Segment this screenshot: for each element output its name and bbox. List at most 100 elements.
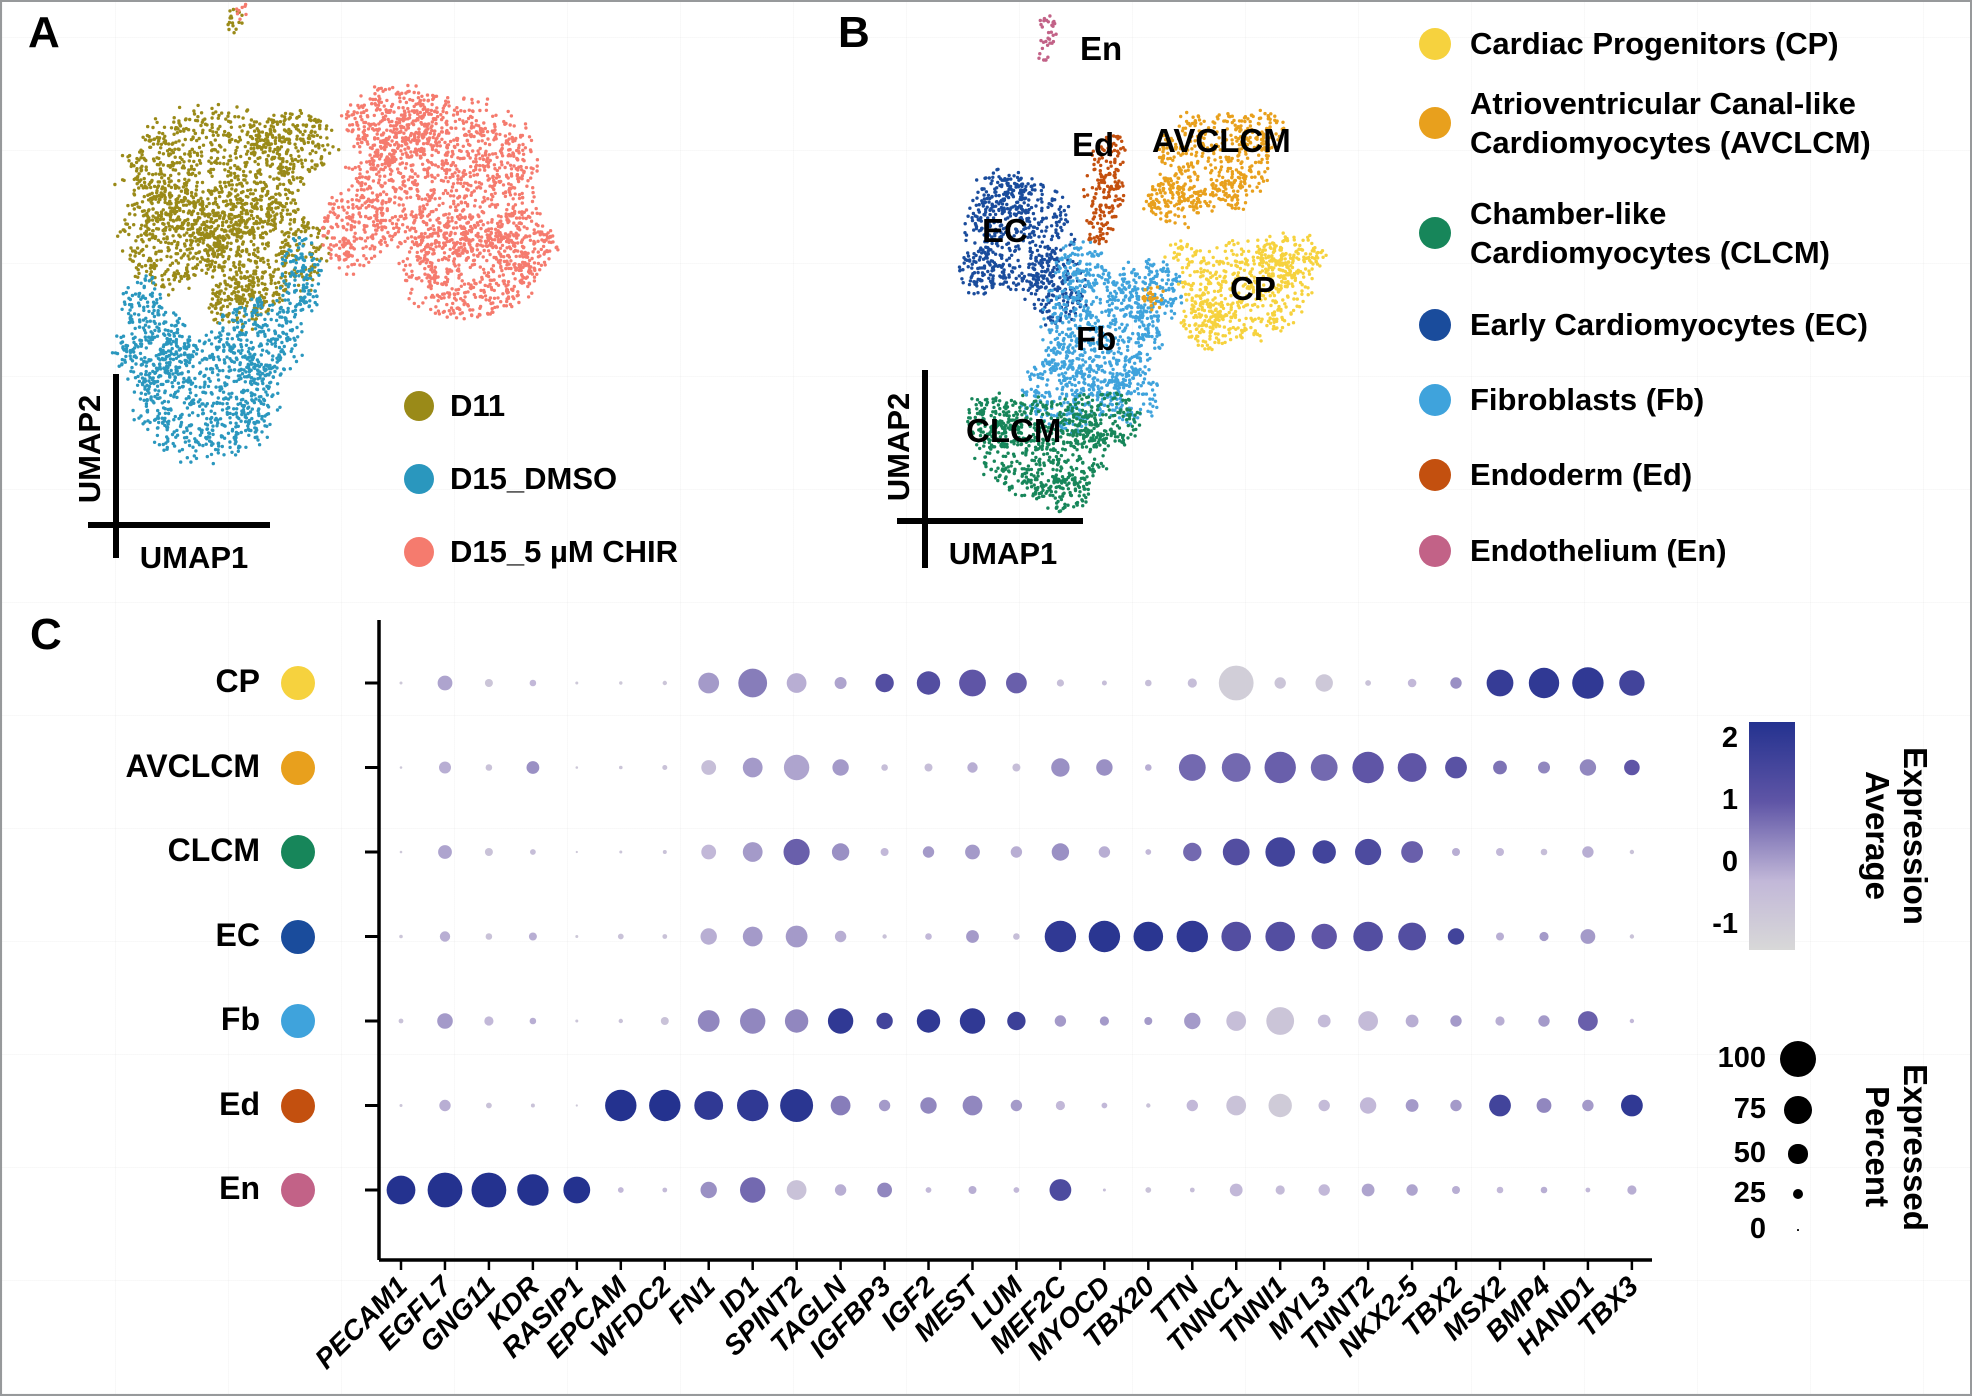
dot-AVCLCM-WFDC2 — [662, 765, 668, 770]
dot-Fb-KDR — [529, 1017, 537, 1025]
dotplot-row-label-CLCM: CLCM — [167, 832, 260, 868]
dot-CP-HAND1 — [1572, 667, 1604, 699]
dot-EC-BMP4 — [1539, 931, 1549, 942]
dot-CP-LUM — [1006, 672, 1027, 694]
dot-CP-TNNI1 — [1274, 677, 1286, 689]
dot-EC-MYL3 — [1311, 923, 1337, 950]
dot-AVCLCM-TBX20 — [1145, 764, 1152, 771]
dot-EC-TNNC1 — [1221, 921, 1251, 952]
size-legend-num-100: 100 — [1717, 1042, 1766, 1074]
cluster-D15_5 µM CHIR — [235, 2, 560, 321]
umap-cluster-label-AVCLCM: AVCLCM — [1152, 122, 1291, 159]
dot-Ed-IGFBP3 — [878, 1099, 891, 1112]
dotplot-row-swatch-Fb — [281, 1004, 315, 1038]
dot-AVCLCM-GNG11 — [485, 764, 493, 771]
celltype-legend-swatch-En — [1419, 534, 1451, 567]
dotplot-row-swatch-CLCM — [281, 835, 315, 869]
colorbar-title-line1: Average — [1859, 771, 1896, 901]
dot-Fb-TTN — [1184, 1012, 1201, 1030]
size-legend-title: Percent Expressed — [1858, 1032, 1934, 1262]
cluster-Ed — [1082, 134, 1127, 246]
dot-CLCM-SPINT2 — [783, 838, 810, 866]
dot-CLCM-RASIP1 — [575, 850, 578, 854]
dot-EC-MEST — [966, 930, 979, 943]
dot-CP-TTN — [1187, 678, 1197, 688]
dot-Ed-RASIP1 — [575, 1104, 578, 1107]
dot-En-IGF2 — [925, 1187, 932, 1193]
dot-Fb-EPCAM — [618, 1018, 623, 1024]
dot-Ed-MSX2 — [1489, 1094, 1511, 1117]
size-legend-dot-25 — [1792, 1188, 1804, 1200]
dot-CLCM-NKX2-5 — [1401, 841, 1423, 863]
dot-Fb-EGFL7 — [437, 1013, 453, 1029]
dot-Ed-ID1 — [737, 1089, 769, 1122]
panel-a-y-axis-label: UMAP2 — [72, 394, 107, 504]
dot-EC-ID1 — [742, 926, 763, 947]
dot-CP-GNG11 — [484, 679, 493, 687]
dotplot-row-swatch-CP — [281, 666, 315, 700]
dot-CP-FN1 — [698, 672, 720, 694]
size-legend-num-50: 50 — [1733, 1137, 1766, 1169]
dot-Ed-TTN — [1186, 1099, 1199, 1112]
dot-EC-MEF2C — [1044, 920, 1077, 953]
dot-AVCLCM-HAND1 — [1579, 759, 1597, 776]
dot-EC-TBX20 — [1133, 921, 1164, 952]
celltype-legend-swatch-CP — [1419, 27, 1451, 60]
dot-EC-TBX2 — [1447, 928, 1465, 945]
dot-Fb-TNNI1 — [1266, 1007, 1295, 1035]
colorbar-tick--1: -1 — [1712, 908, 1738, 940]
umap-cluster-label-CP: CP — [1230, 270, 1276, 307]
dot-AVCLCM-EGFL7 — [439, 761, 451, 774]
dot-EC-TBX3 — [1629, 934, 1635, 939]
umap-cluster-label-Ed: Ed — [1072, 126, 1115, 163]
dot-CLCM-IGFBP3 — [880, 848, 889, 856]
dot-EC-MSX2 — [1496, 932, 1504, 941]
dot-AVCLCM-RASIP1 — [575, 766, 579, 769]
dot-Fb-IGF2 — [916, 1009, 941, 1033]
dot-AVCLCM-IGF2 — [924, 763, 933, 772]
dot-AVCLCM-LUM — [1012, 763, 1021, 772]
panel-c-label: C — [30, 610, 62, 659]
celltype-legend-label-CP: Cardiac Progenitors (CP) — [1470, 26, 1839, 61]
celltype-legend-swatch-Fb — [1419, 383, 1451, 416]
dot-AVCLCM-TNNC1 — [1221, 753, 1251, 782]
dot-EC-IGFBP3 — [882, 934, 887, 939]
dot-Ed-FN1 — [694, 1091, 724, 1120]
dot-EC-TNNI1 — [1265, 921, 1295, 952]
dot-En-TNNT2 — [1361, 1183, 1375, 1197]
celltype-legend-label-En: Endothelium (En) — [1470, 533, 1727, 568]
dot-Fb-NKX2-5 — [1405, 1014, 1419, 1028]
dot-CP-NKX2-5 — [1407, 678, 1417, 688]
dot-CLCM-TBX3 — [1629, 849, 1635, 855]
dot-En-MEF2C — [1049, 1179, 1072, 1201]
dot-CLCM-IGF2 — [922, 846, 935, 858]
panel-a-x-axis-label: UMAP1 — [139, 540, 249, 575]
dot-CP-WFDC2 — [662, 680, 667, 686]
dot-Ed-GNG11 — [486, 1102, 492, 1109]
dot-AVCLCM-TNNT2 — [1352, 751, 1384, 784]
celltype-legend-swatch-CLCM — [1419, 217, 1451, 249]
dot-CLCM-TTN — [1183, 842, 1202, 862]
dot-En-WFDC2 — [662, 1187, 668, 1193]
dot-CP-TNNT2 — [1365, 680, 1371, 686]
dot-Ed-NKX2-5 — [1405, 1099, 1419, 1112]
dot-AVCLCM-MYL3 — [1310, 754, 1338, 781]
dot-En-KDR — [517, 1174, 549, 1206]
dot-En-LUM — [1013, 1187, 1020, 1193]
dot-Ed-SPINT2 — [780, 1089, 814, 1122]
dot-En-MEST — [968, 1186, 977, 1194]
dot-EC-KDR — [528, 932, 537, 941]
panel-b-x-axis — [897, 518, 1083, 524]
dot-En-TTN — [1189, 1187, 1195, 1193]
colorbar-tick-2: 2 — [1721, 722, 1738, 754]
dot-AVCLCM-TBX2 — [1445, 756, 1467, 779]
dot-CP-MSX2 — [1486, 669, 1514, 697]
dot-CP-EGFL7 — [437, 675, 453, 691]
dot-CLCM-LUM — [1010, 846, 1023, 858]
dotplot-row-label-AVCLCM: AVCLCM — [125, 747, 261, 784]
dot-CP-BMP4 — [1528, 667, 1560, 699]
panel-a-x-axis — [88, 522, 270, 528]
dot-En-TNNI1 — [1275, 1185, 1285, 1195]
dot-CP-IGF2 — [916, 671, 941, 695]
